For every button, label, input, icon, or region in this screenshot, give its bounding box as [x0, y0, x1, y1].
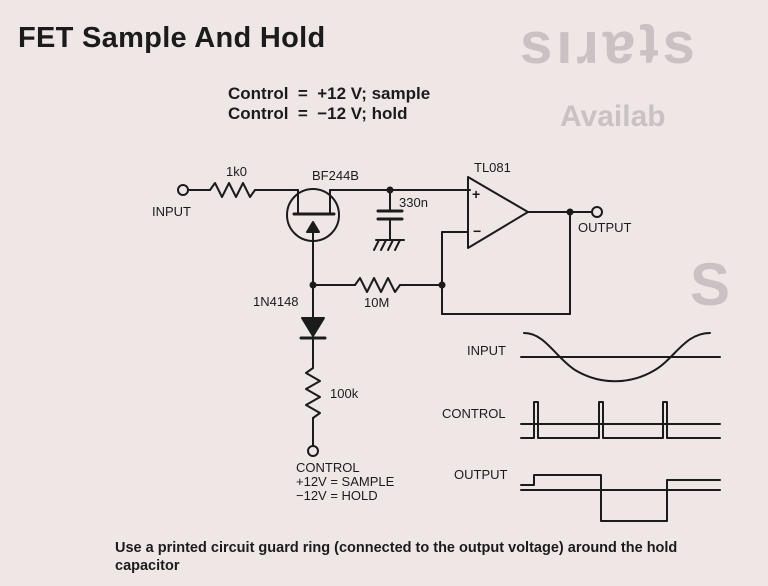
waveform-input — [520, 332, 721, 383]
control-note-sample: Control = +12 V; sample — [228, 84, 431, 103]
diode-label: 1N4148 — [253, 294, 299, 309]
resistor-100k — [305, 367, 321, 419]
resistor-10m — [354, 277, 401, 293]
control-terminal — [307, 445, 319, 457]
r-control-label: 100k — [330, 386, 359, 401]
caption: Use a printed circuit guard ring (connec… — [115, 540, 678, 574]
opamp-plus: + — [472, 186, 480, 202]
waveform-output — [520, 474, 721, 522]
input-label: INPUT — [152, 204, 191, 219]
control-note-hold: Control = −12 V; hold — [228, 104, 408, 123]
input-terminal — [177, 184, 189, 196]
wave-label-control: CONTROL — [442, 406, 506, 421]
opamp-minus: − — [473, 223, 481, 239]
control-block-title: CONTROL — [296, 460, 360, 475]
cap-label: 330n — [399, 195, 428, 210]
capacitor-330n — [376, 189, 404, 241]
output-terminal — [591, 206, 603, 218]
control-block-sample: +12V = SAMPLE — [296, 474, 395, 489]
resistor-1k0 — [209, 182, 256, 198]
ground-icon — [373, 239, 405, 251]
wave-label-output: OUTPUT — [454, 467, 508, 482]
page-title: FET Sample And Hold — [18, 22, 326, 54]
waveform-control — [520, 401, 721, 439]
diode-1n4148 — [299, 317, 327, 340]
wave-label-input: INPUT — [467, 343, 506, 358]
fet-label: BF244B — [312, 168, 359, 183]
control-block-hold: −12V = HOLD — [296, 488, 378, 503]
output-label: OUTPUT — [578, 220, 632, 235]
r1-label: 1k0 — [226, 164, 247, 179]
opamp-label: TL081 — [474, 160, 511, 175]
opamp-tl081 — [467, 176, 529, 249]
r-feedback-label: 10M — [364, 295, 389, 310]
fet-gate-arrow — [306, 221, 320, 233]
